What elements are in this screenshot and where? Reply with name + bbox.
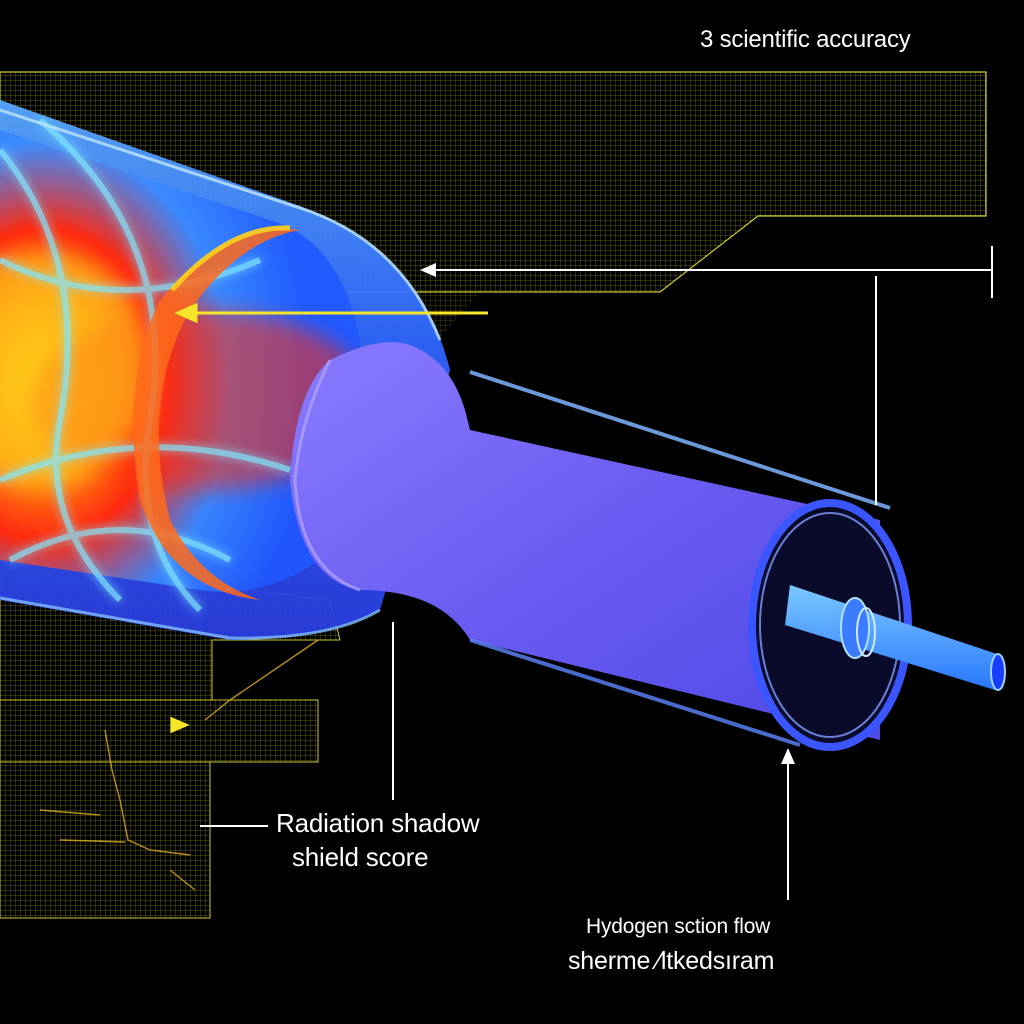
header-title: 3 scientific accuracy bbox=[700, 26, 911, 53]
callout-flow-line2: sherme ⁄ltkedsıram bbox=[568, 947, 775, 975]
flow-arrow bbox=[170, 302, 488, 734]
callout-arrowheads bbox=[420, 263, 795, 764]
injector-rod bbox=[785, 585, 1006, 691]
nozzle-throat bbox=[290, 342, 912, 751]
wireframe-detail bbox=[39, 639, 319, 891]
callout-hydrogen-flow: Hydogen sction flow sherme ⁄ltkedsıram bbox=[568, 910, 774, 978]
callout-shield-score: Radiation shadow shield score bbox=[276, 806, 480, 874]
callout-lines bbox=[200, 246, 993, 900]
callout-shield-line1: Radiation shadow bbox=[276, 808, 480, 838]
callout-shield-line2: shield score bbox=[292, 842, 429, 872]
callout-flow-line1: Hydogen sction flow bbox=[586, 915, 771, 938]
